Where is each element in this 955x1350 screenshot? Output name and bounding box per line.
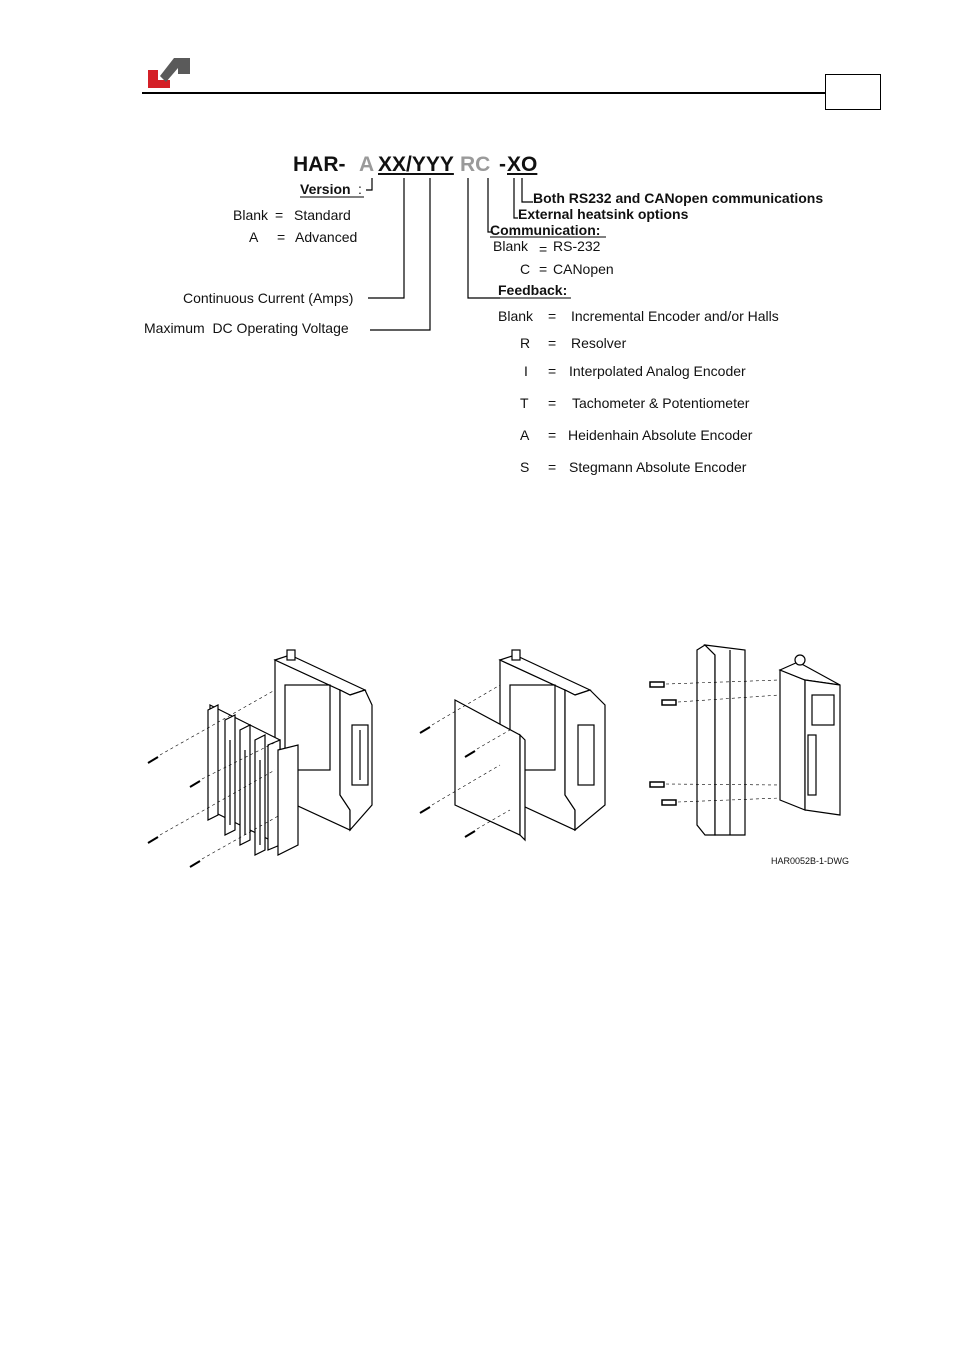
max-voltage-label: Maximum DC Operating Voltage	[144, 320, 349, 336]
version-key-a: A	[249, 229, 259, 245]
communication-title: Communication:	[490, 222, 601, 238]
feedback-key-s: S	[520, 459, 530, 475]
feedback-key-r: R	[520, 335, 531, 351]
drawing-caption: HAR0052B-1-DWG	[771, 856, 850, 866]
version-title: Version	[300, 181, 351, 197]
comm-key-blank: Blank	[493, 238, 529, 254]
bracket-assembly-drawing	[649, 644, 841, 836]
option-both: Both RS232 and CANopen communications	[533, 190, 824, 206]
comm-val-canopen: CANopen	[553, 261, 614, 277]
feedback-key-i: I	[524, 363, 528, 379]
feedback-val-resolver: Resolver	[571, 335, 627, 351]
version-eq: =	[275, 207, 284, 223]
version-val-advanced: Advanced	[295, 229, 358, 245]
feedback-eq: =	[548, 308, 557, 324]
feedback-val-interpolated: Interpolated Analog Encoder	[569, 363, 746, 379]
feedback-title: Feedback:	[498, 282, 568, 298]
feedback-eq: =	[548, 335, 557, 351]
comm-val-rs232: RS-232	[553, 238, 601, 254]
feedback-val-incremental: Incremental Encoder and/or Halls	[571, 308, 779, 324]
feedback-val-tachometer: Tachometer & Potentiometer	[572, 395, 750, 411]
feedback-key-a: A	[520, 427, 530, 443]
feedback-eq: =	[548, 459, 557, 475]
feedback-eq: =	[548, 363, 557, 379]
continuous-current-label: Continuous Current (Amps)	[183, 290, 354, 306]
heatplate-assembly-drawing	[419, 649, 606, 842]
version-val-standard: Standard	[294, 207, 351, 223]
connector-lines	[300, 178, 606, 331]
option-heatsink: External heatsink options	[518, 206, 689, 222]
feedback-key-t: T	[520, 395, 529, 411]
comm-key-c: C	[520, 261, 531, 277]
version-colon: :	[358, 181, 362, 197]
code-options: XO	[507, 153, 538, 176]
feedback-eq: =	[548, 395, 557, 411]
comm-eq: =	[539, 241, 548, 257]
heatsink-assembly-drawing	[147, 649, 373, 868]
comm-eq: =	[539, 261, 548, 277]
feedback-val-heidenhain: Heidenhain Absolute Encoder	[568, 427, 753, 443]
feedback-val-stegmann: Stegmann Absolute Encoder	[569, 459, 747, 475]
page-number-box	[825, 74, 881, 110]
code-current-voltage: XX/YYY	[378, 153, 454, 176]
header-rule	[142, 92, 825, 94]
feedback-eq: =	[548, 427, 557, 443]
code-feedback-comm: RC	[460, 153, 491, 176]
code-version-letter: A	[359, 153, 375, 176]
feedback-key-blank: Blank	[498, 308, 534, 324]
version-eq: =	[277, 229, 286, 245]
code-prefix: HAR-	[293, 153, 346, 176]
version-key-blank: Blank	[233, 207, 269, 223]
company-logo	[148, 58, 190, 88]
code-dash: -	[499, 153, 506, 176]
